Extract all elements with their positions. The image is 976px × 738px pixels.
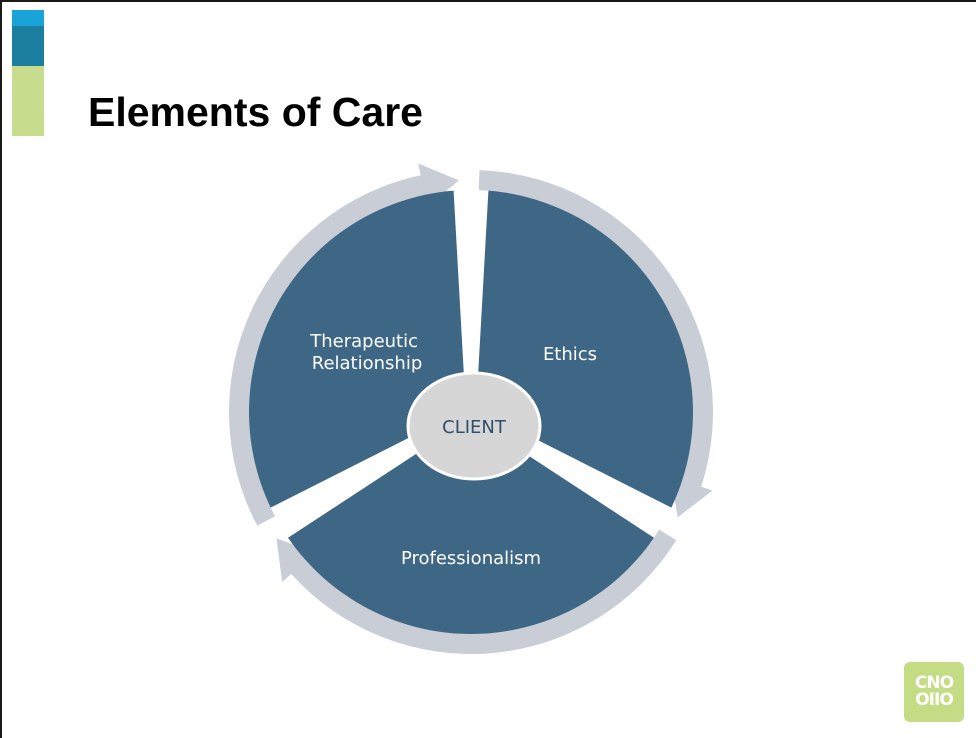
accent-bar-top (12, 10, 44, 26)
cycle-arrow (229, 163, 459, 526)
logo-text-top: CNO (914, 673, 954, 693)
cycle-arrow (276, 529, 677, 654)
arrow-ring (229, 163, 713, 654)
cno-logo: CNO OIIO (904, 662, 964, 722)
logo-text-bottom: OIIO (915, 690, 954, 710)
segment-professionalism (288, 418, 654, 634)
client-label: CLIENT (442, 417, 507, 438)
slide-title: Elements of Care (88, 89, 423, 135)
client-circle (406, 371, 542, 481)
accent-bar-bottom (12, 66, 44, 136)
segment-label-ethics: Ethics (543, 344, 597, 365)
accent-bar-middle (12, 26, 44, 66)
cycle-arrow (478, 170, 713, 518)
segment-label-therapeutic-relationship: Therapeutic Relationship (309, 331, 424, 374)
segment-label-professionalism: Professionalism (401, 548, 541, 569)
